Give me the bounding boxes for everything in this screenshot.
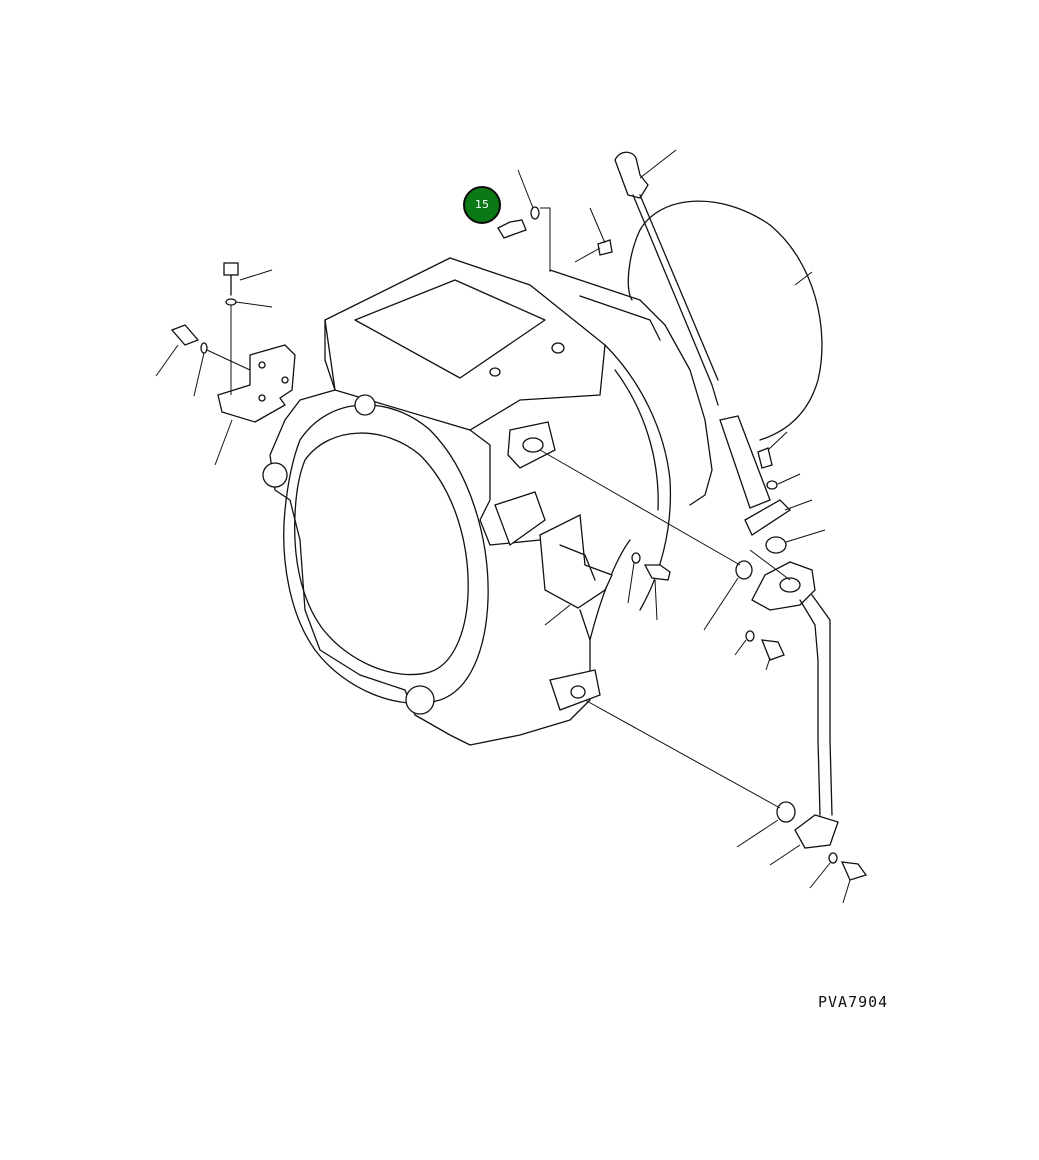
callout-15[interactable]: 15 (463, 186, 501, 224)
side-bolt (544, 552, 671, 626)
oil-pipe (734, 549, 868, 904)
callout-number: 15 (475, 198, 489, 211)
top-bolt-assembly (497, 169, 613, 272)
figure-code: PVA7904 (818, 993, 889, 1011)
plugs (539, 449, 826, 848)
dipstick (614, 149, 719, 406)
flywheel-leaders (794, 271, 813, 286)
housing-body (269, 257, 713, 746)
mount-bracket-center (539, 513, 613, 609)
housing-pads (489, 342, 601, 711)
left-bracket (155, 262, 296, 466)
guide-tube (719, 415, 813, 536)
bell-opening (262, 394, 489, 715)
